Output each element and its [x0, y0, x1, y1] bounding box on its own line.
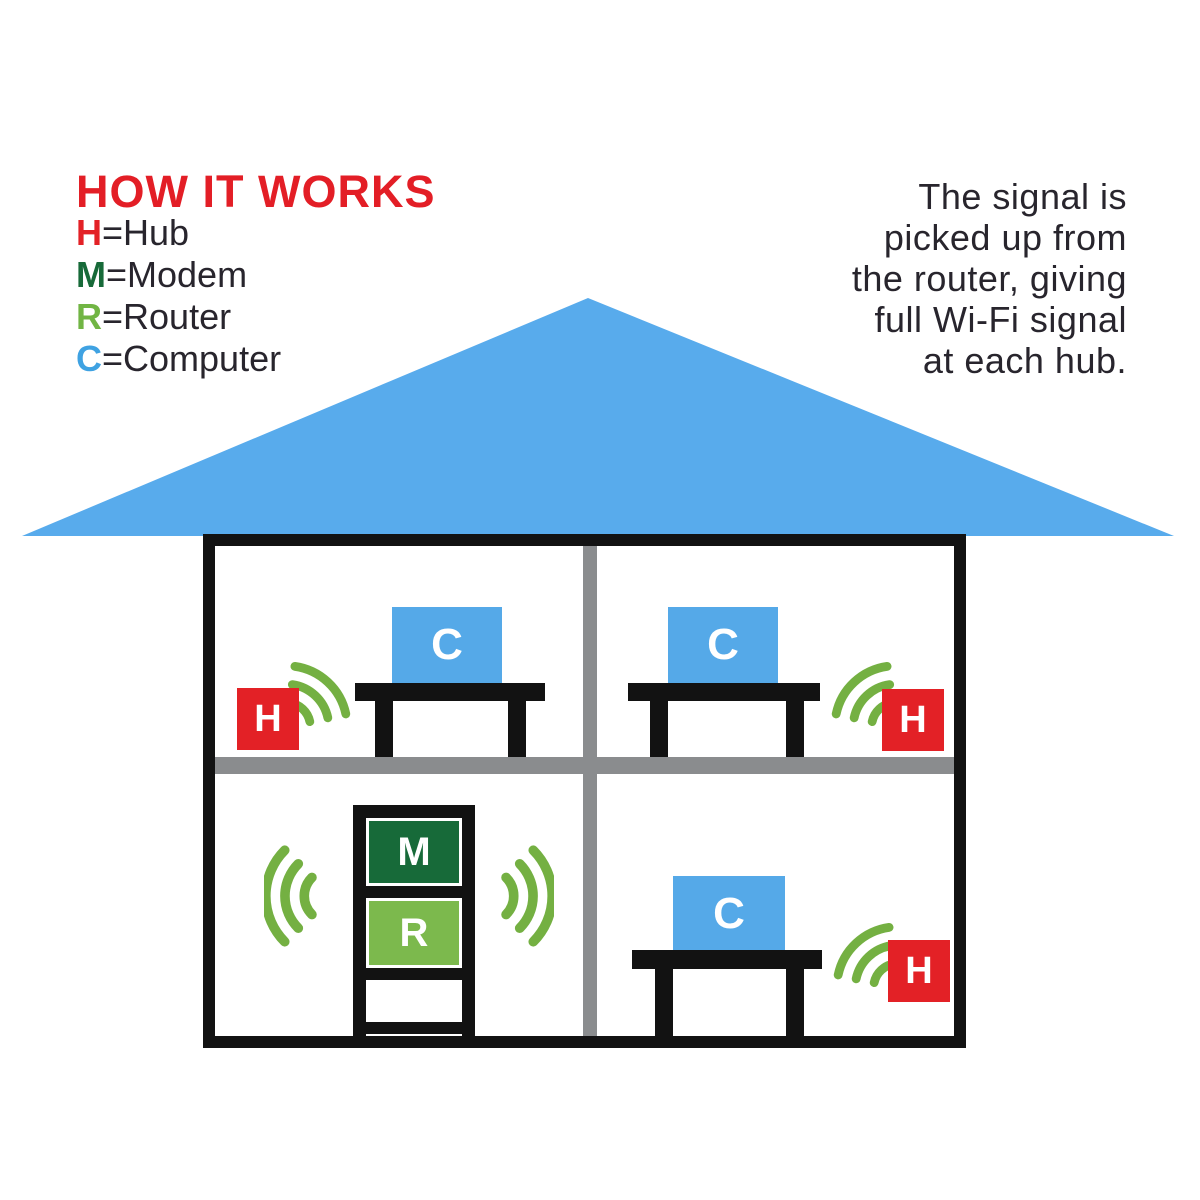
shelf-rack: M R	[353, 805, 475, 1036]
hub-label: H	[905, 949, 933, 992]
hub-box: H	[888, 940, 950, 1002]
modem-label: M	[397, 829, 431, 874]
legend-word-computer: =Computer	[102, 338, 282, 379]
legend-item-computer: C=Computer	[76, 338, 281, 380]
table-leg	[375, 701, 393, 757]
shelf-slot-empty	[366, 1034, 462, 1036]
shelf-slot-empty	[366, 980, 462, 1022]
hub-label: H	[254, 697, 282, 740]
legend: H=Hub M=Modem R=Router C=Computer	[76, 212, 281, 380]
table-leg	[650, 701, 668, 757]
page-title: HOW IT WORKS	[76, 166, 436, 217]
router-label: R	[399, 910, 429, 955]
legend-letter-router: R	[76, 296, 102, 337]
shelf-slot-router: R	[366, 898, 462, 968]
table-leg	[508, 701, 526, 757]
modem-box: M	[369, 821, 459, 883]
computer-label: C	[707, 620, 739, 669]
table-leg	[786, 969, 804, 1036]
legend-item-hub: H=Hub	[76, 212, 281, 254]
computer-label: C	[713, 889, 745, 938]
legend-item-router: R=Router	[76, 296, 281, 338]
table-leg	[786, 701, 804, 757]
legend-item-modem: M=Modem	[76, 254, 281, 296]
router-box: R	[369, 901, 459, 965]
legend-letter-modem: M	[76, 254, 106, 295]
legend-letter-computer: C	[76, 338, 102, 379]
hub-box: H	[882, 689, 944, 751]
legend-word-router: =Router	[102, 296, 232, 337]
hub-label: H	[899, 698, 927, 741]
legend-word-modem: =Modem	[106, 254, 248, 295]
wall-divider-vertical	[583, 546, 597, 1036]
computer-monitor: C	[392, 607, 502, 683]
wifi-signal-icon	[264, 845, 317, 947]
floor-divider	[215, 757, 954, 774]
tabletop	[355, 683, 545, 701]
tabletop	[632, 950, 822, 969]
roof	[22, 298, 1174, 536]
tabletop	[628, 683, 820, 701]
shelf-slot-modem: M	[366, 818, 462, 886]
computer-label: C	[431, 620, 463, 669]
table-leg	[655, 969, 673, 1036]
caption-text: The signal is picked up from the router,…	[851, 176, 1127, 381]
computer-monitor: C	[673, 876, 785, 952]
wifi-signal-icon	[501, 845, 554, 947]
hub-box: H	[237, 688, 299, 750]
computer-monitor: C	[668, 607, 778, 683]
legend-word-hub: =Hub	[102, 212, 190, 253]
legend-letter-hub: H	[76, 212, 102, 253]
